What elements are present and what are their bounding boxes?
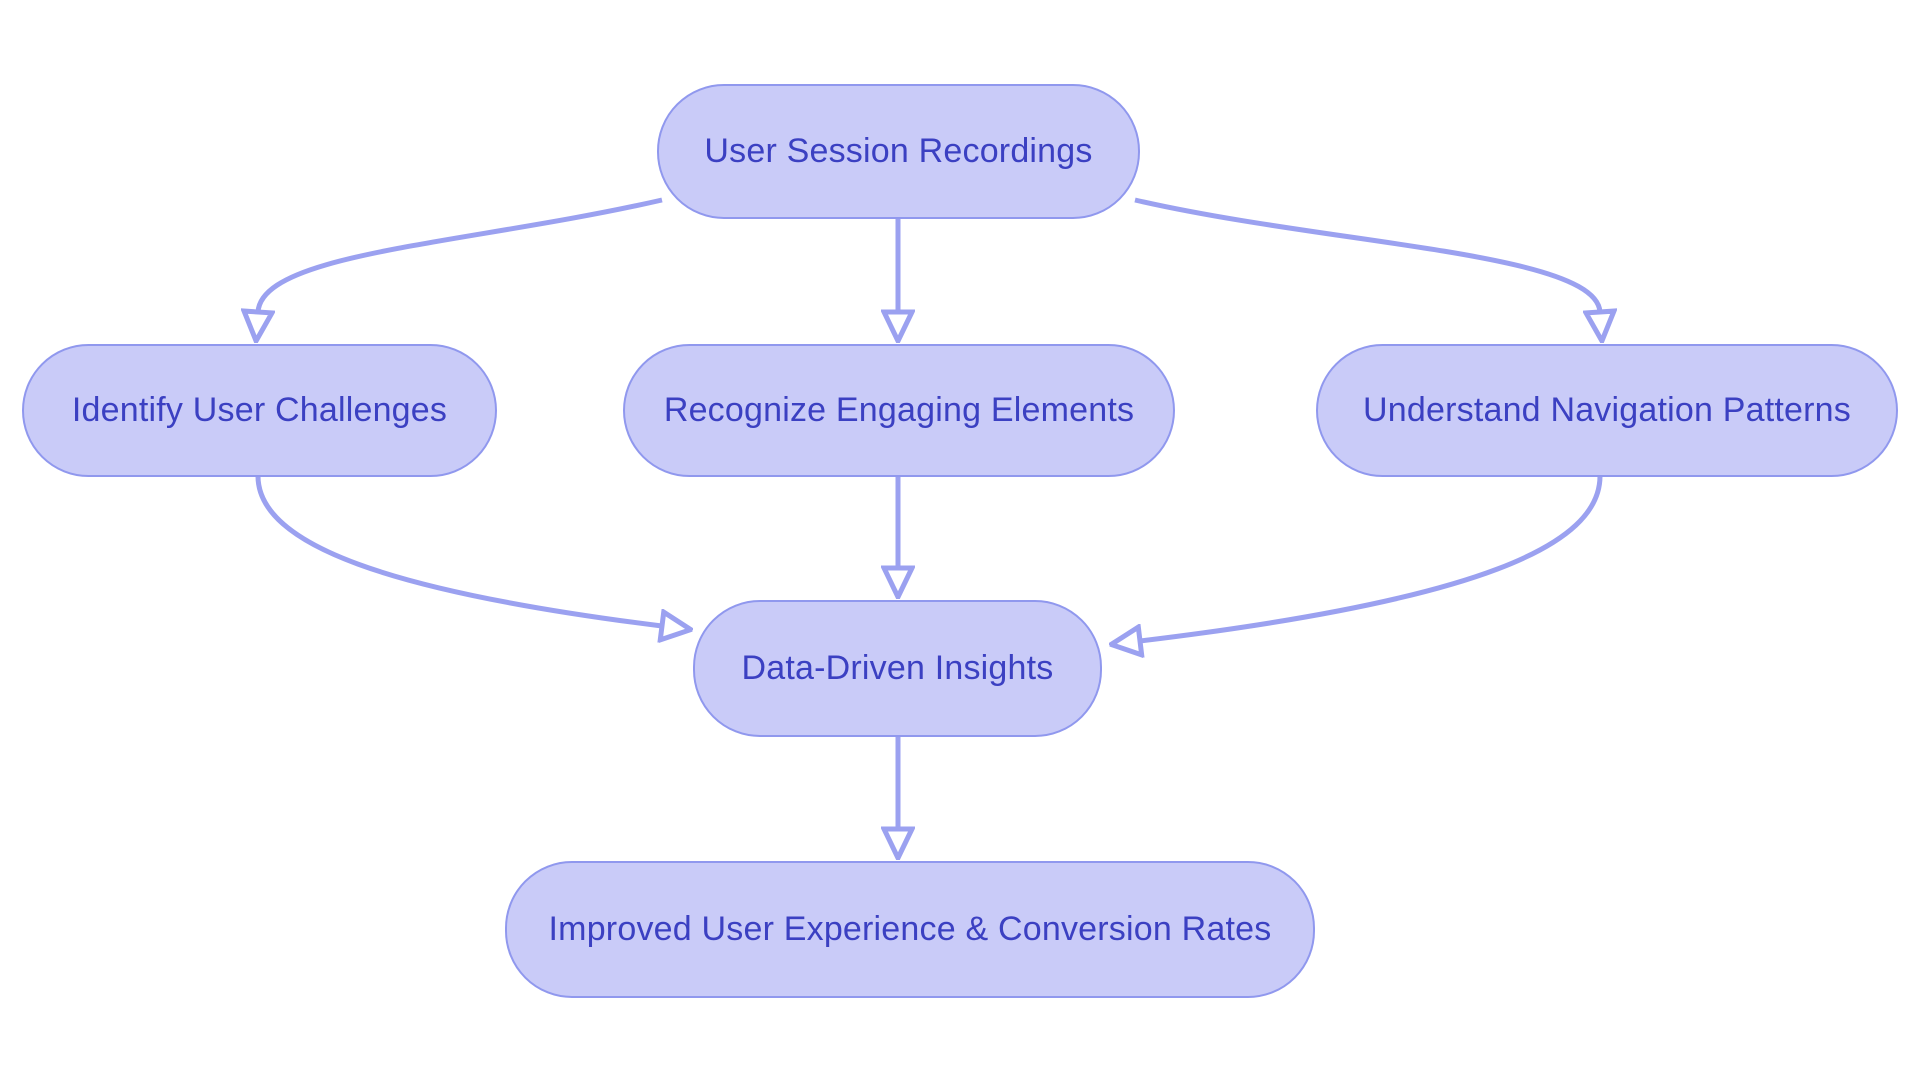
node-label: User Session Recordings: [704, 132, 1093, 170]
edge-recordings-to-navigation: [1134, 197, 1600, 312]
node-user-session-recordings: User Session Recordings: [657, 84, 1140, 219]
edge-recordings-to-challenges: [258, 197, 663, 312]
node-label: Improved User Experience & Conversion Ra…: [548, 910, 1272, 948]
node-recognize-engaging-elements: Recognize Engaging Elements: [623, 344, 1175, 477]
node-improved-ux-conversion-rates: Improved User Experience & Conversion Ra…: [505, 861, 1315, 998]
node-label: Data-Driven Insights: [741, 649, 1054, 687]
node-label: Understand Navigation Patterns: [1363, 391, 1851, 429]
edge-challenges-to-insights: [255, 475, 662, 626]
node-data-driven-insights: Data-Driven Insights: [693, 600, 1102, 737]
edge-navigation-to-insights: [1140, 475, 1603, 641]
node-understand-navigation-patterns: Understand Navigation Patterns: [1316, 344, 1898, 477]
node-identify-user-challenges: Identify User Challenges: [22, 344, 497, 477]
node-label: Recognize Engaging Elements: [663, 391, 1135, 429]
node-label: Identify User Challenges: [71, 391, 448, 429]
